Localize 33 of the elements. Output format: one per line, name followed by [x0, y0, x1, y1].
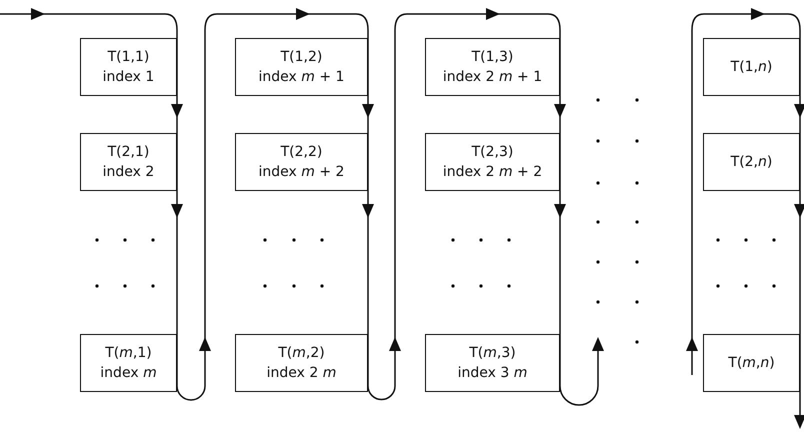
index-label: index 2 m	[266, 364, 336, 383]
index-label: index 1	[102, 68, 154, 87]
memory-cell-box	[703, 334, 800, 392]
element-label: T(2,2)	[280, 142, 322, 162]
index-label: index m + 2	[258, 163, 344, 182]
index-label: index 2 m + 1	[442, 68, 542, 87]
element-label: T(m,3)	[469, 344, 516, 363]
element-label: T(m,1)	[105, 344, 152, 363]
memory-cell-box	[425, 38, 560, 96]
index-label: index m + 1	[258, 68, 344, 87]
memory-cell-box	[80, 133, 177, 191]
element-label: T(m,n)	[728, 354, 775, 373]
memory-cell-box	[425, 334, 560, 392]
element-label: T(m,2)	[278, 344, 325, 363]
element-label: T(1,3)	[472, 48, 514, 67]
element-label: T(2,n)	[730, 152, 772, 172]
memory-cell-box	[425, 133, 560, 191]
element-label: T(1,n)	[730, 58, 772, 77]
memory-cell-box	[235, 38, 368, 96]
index-label: index m	[100, 364, 157, 383]
index-label: index 2 m + 2	[442, 163, 542, 182]
element-label: T(2,3)	[472, 142, 514, 162]
memory-cell-box	[235, 334, 368, 392]
memory-cell-box	[80, 38, 177, 96]
memory-cell-box	[703, 133, 800, 191]
element-label: T(1,2)	[280, 48, 322, 67]
memory-cell-box	[703, 38, 800, 96]
index-label: index 3 m	[458, 364, 528, 383]
index-label: index 2	[102, 163, 154, 182]
element-label: T(2,1)	[108, 142, 150, 162]
memory-cell-box	[235, 133, 368, 191]
memory-cell-box	[80, 334, 177, 392]
element-label: T(1,1)	[108, 48, 150, 67]
